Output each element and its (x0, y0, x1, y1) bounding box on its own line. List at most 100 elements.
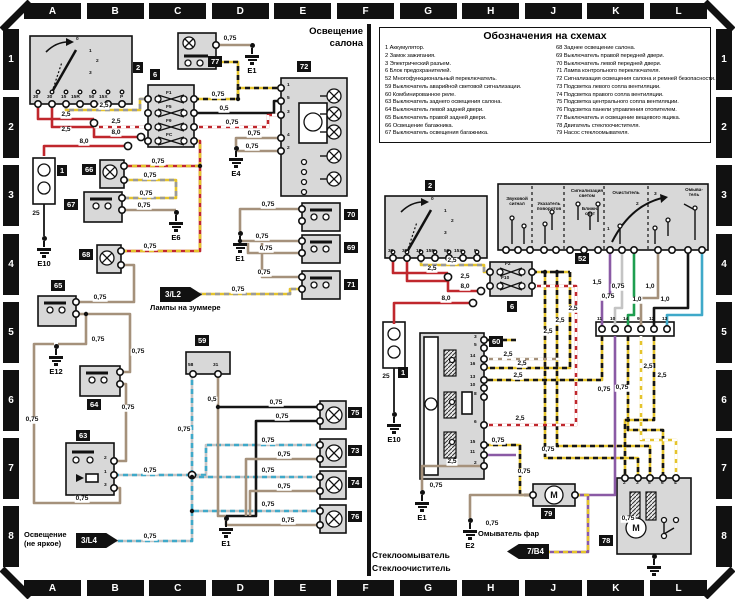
ground-b3 (468, 537, 472, 540)
legend-item: 79 Насос стеклоомывателя. (556, 130, 629, 137)
ground-dot (651, 554, 657, 559)
right-panel-title-line2: Стеклоочиститель (372, 562, 451, 573)
terminal-label: 13 (470, 375, 476, 380)
wire-gauge-label: 0,75 (428, 481, 444, 490)
grid-row-label: 4 (3, 233, 19, 295)
ground-b2 (649, 569, 659, 572)
component-number-badge: 74 (348, 477, 363, 488)
ground-label: E10 (37, 258, 51, 268)
component-number-badge: 52 (575, 253, 590, 264)
legend-item: 65 Выключатель правой задней двери. (385, 114, 487, 121)
legend-item: 3 Электрический разъем. (385, 60, 451, 67)
ground-symbol: E10 (384, 412, 404, 444)
grid-column-label: G (399, 3, 457, 19)
component-number-badge: 6 (150, 69, 161, 80)
component-box (443, 391, 457, 419)
terminal-label: 5 (287, 96, 290, 101)
wire-gauge-label: 0,75 (268, 398, 284, 407)
legend-item: 72 Сигнализация освещения салона и ремне… (556, 76, 716, 83)
component-number-badge: 71 (344, 279, 359, 290)
legend-item: 67 Выключатель освещения багажника. (385, 130, 489, 137)
left-panel-title: Освещение салона (297, 26, 363, 51)
lamp-icons (99, 36, 343, 528)
grid-column-label: J (524, 3, 582, 19)
terminal-label: 4 (287, 133, 290, 138)
ground-symbol: E4 (226, 146, 246, 178)
terminal-label: 4 (674, 481, 677, 486)
wire-gauge-label: 0,75 (92, 293, 108, 302)
grid-column-label: H (462, 580, 520, 596)
ground-symbol: E1 (216, 516, 236, 548)
terminal-circles (33, 40, 706, 529)
ground-b2 (231, 161, 241, 164)
reference-arrow: 7/В4 (507, 544, 549, 559)
ground-b3 (250, 62, 254, 65)
component-box (301, 270, 341, 300)
ground-label: E1 (247, 65, 257, 75)
ground-dot (419, 490, 425, 495)
wire-gauge-label: 0,5 (206, 395, 218, 404)
legend-box: Обозначения на схемах 1 Аккумулятор.2 За… (379, 27, 716, 143)
component-number-badge: 60 (489, 336, 504, 347)
ground-b3 (392, 431, 396, 434)
ground-b1 (219, 528, 233, 531)
terminal-label: 1 (444, 209, 447, 214)
ground-b1 (463, 530, 477, 533)
component-boxes (29, 32, 709, 555)
grid-column-label: J (524, 580, 582, 596)
grid-row-label: 2 (716, 97, 732, 159)
terminal-label: 1 (89, 49, 92, 54)
caption-text: Освещение (не яркое) (24, 530, 67, 549)
terminal-label: 50 (444, 249, 450, 254)
ground-stem (55, 349, 57, 355)
component-box (85, 473, 99, 483)
legend-item: 66 Освещение багажника. (385, 122, 454, 129)
ground-label: E1 (417, 512, 427, 522)
legend-item: 74 Подсветка правого сопла вентиляции. (556, 91, 664, 98)
wire-gauge-label: 8,0 (459, 282, 471, 291)
fuse-icons (154, 94, 526, 291)
switch-section-label: Указатель поворотов (536, 201, 562, 212)
ground-b2 (247, 58, 257, 61)
grid-row-label: 5 (716, 301, 732, 363)
component-number-badge: 2 (133, 62, 144, 73)
svg-text:M: M (632, 523, 640, 533)
component-number-badge: 69 (344, 242, 359, 253)
component-box (185, 351, 231, 375)
component-number-badge: 77 (208, 56, 223, 67)
ground-b3 (224, 535, 228, 538)
terminal-label: 0 (76, 37, 79, 42)
left-panel-title-line2: салона (329, 38, 363, 50)
legend-item: 77 Выключатель и освещение вещевого ящик… (556, 114, 681, 121)
wire-gauge-label: 0,75 (260, 200, 276, 209)
wire-gauge-label: 1,5 (591, 278, 603, 287)
terminal-label: 11 (470, 450, 476, 455)
ground-dot (391, 412, 397, 417)
wiper-arc (611, 197, 663, 243)
ground-symbol (644, 554, 664, 577)
component-number-badge: 73 (348, 445, 363, 456)
legend-title: Обозначения на схемах (483, 30, 607, 42)
wiper-arc-arrowhead (660, 194, 668, 203)
wire-gauge-label: 8,0 (78, 137, 90, 146)
grid-column-label: H (462, 3, 520, 19)
grid-column-label: E (274, 580, 332, 596)
wire-gauge-label: 0,75 (176, 425, 192, 434)
ground-b1 (169, 222, 183, 225)
ground-b2 (221, 531, 231, 534)
ground-b2 (389, 427, 399, 430)
wire-gauge-label: 0,75 (614, 383, 630, 392)
component-number-badge: 63 (76, 430, 91, 441)
terminal-label: 15X (99, 95, 108, 100)
component-box (147, 84, 195, 148)
grid-row-label: 8 (716, 506, 732, 568)
wire-gauge-label: 0,75 (620, 514, 636, 523)
component-box (489, 261, 533, 297)
terminal-label: 30 (47, 95, 53, 100)
legend-item: 71 Лампа контрольного переключателя. (556, 68, 660, 75)
component-box (301, 234, 341, 264)
wire-gauge-label: 0,75 (600, 292, 616, 301)
wire-gauge-label: 0,75 (142, 242, 158, 251)
wire-gauge-label: 0,75 (258, 244, 274, 253)
